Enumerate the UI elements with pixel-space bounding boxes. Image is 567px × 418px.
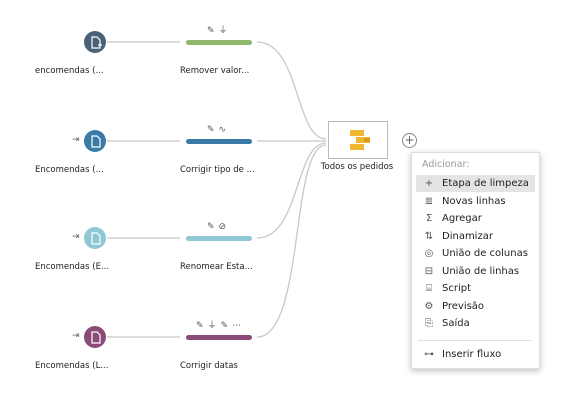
union-icon — [350, 130, 370, 150]
source-label: encomendas (... — [35, 66, 104, 76]
menu-item-sa-da[interactable]: ⎘ Saída — [416, 315, 535, 332]
menu-item-label: Novas linhas — [442, 195, 506, 207]
sigma-icon: Σ — [425, 213, 433, 224]
clean-step-node[interactable] — [186, 139, 252, 144]
menu-item-agregar[interactable]: Σ Agregar — [416, 210, 535, 227]
change-icon: ✎ — [207, 26, 215, 36]
change-icon: ∿ — [218, 125, 227, 135]
file-add-icon — [91, 36, 102, 49]
step-label: Renomear Esta... — [180, 262, 253, 272]
source-edited-icon: ⇥ — [72, 232, 80, 242]
union-label: Todos os pedidos — [320, 162, 394, 172]
menu-item-dinamizar[interactable]: ⇅ Dinamizar — [416, 228, 535, 245]
step-change-icons: ✎∿ — [207, 124, 226, 136]
file-icon — [91, 135, 101, 148]
prediction-icon: ⚙ — [424, 300, 434, 312]
menu-item-label: Etapa de limpeza — [442, 178, 529, 189]
output-icon: ⎘ — [425, 318, 433, 329]
new-rows-icon: ≣ — [424, 195, 434, 207]
add-step-icon[interactable]: + — [402, 133, 417, 148]
change-icon: ✎ — [196, 321, 204, 331]
pivot-icon: ⇅ — [424, 230, 434, 242]
file-icon — [91, 232, 101, 245]
menu-separator — [418, 340, 532, 341]
step-label: Corrigir tipo de ... — [180, 165, 255, 175]
menu-item-label: Agregar — [442, 213, 482, 224]
menu-item-uni-o-de-linhas[interactable]: ⊟ União de linhas — [416, 263, 535, 280]
clean-step-node[interactable] — [186, 40, 252, 45]
menu-item-label: Saída — [442, 318, 470, 329]
menu-item-novas-linhas[interactable]: ≣ Novas linhas — [416, 193, 535, 210]
clean-step-node[interactable] — [186, 335, 252, 340]
step-label: Corrigir datas — [180, 361, 238, 371]
menu-item-previs-o[interactable]: ⚙ Previsão — [416, 298, 535, 315]
step-change-icons: ✎⏚ — [207, 25, 228, 37]
change-icon: ⏚ — [218, 26, 228, 36]
change-icon: ⏚ — [207, 321, 217, 331]
script-icon: ⌸ — [426, 283, 432, 294]
source-node[interactable] — [84, 31, 106, 53]
join-icon: ◎ — [424, 248, 434, 259]
source-label: Encomendas (L... — [35, 361, 109, 371]
source-node[interactable] — [84, 227, 106, 249]
change-icon: ⋯ — [232, 321, 242, 331]
source-label: Encomendas (... — [35, 165, 104, 175]
source-node[interactable] — [84, 326, 106, 348]
menu-item-label: União de colunas — [442, 248, 528, 259]
menu-item-label: Inserir fluxo — [442, 349, 502, 360]
change-icon: ✎ — [207, 125, 215, 135]
menu-item-label: Dinamizar — [442, 230, 493, 242]
insert-flow-icon: ⊶ — [424, 349, 434, 360]
add-menu: Adicionar: + Etapa de limpeza ≣ Novas linha… — [411, 152, 540, 369]
source-edited-icon: ⇥ — [72, 135, 80, 145]
menu-item-uni-o-de-colunas[interactable]: ◎ União de colunas — [416, 245, 535, 262]
menu-item-label: Script — [442, 283, 472, 294]
menu-item-label: Previsão — [442, 300, 485, 312]
source-label: Encomendas (E... — [35, 262, 110, 272]
step-change-icons: ✎⏚✎⋯ — [196, 320, 241, 332]
file-icon — [91, 331, 101, 344]
menu-item-etapa-de-limpeza[interactable]: + Etapa de limpeza — [416, 175, 535, 192]
menu-item-script[interactable]: ⌸ Script — [416, 280, 535, 297]
menu-title: Adicionar: — [422, 159, 470, 170]
source-node[interactable] — [84, 130, 106, 152]
union-node[interactable] — [328, 121, 388, 159]
source-edited-icon: ⇥ — [72, 331, 80, 341]
step-change-icons: ✎⊘ — [207, 221, 226, 233]
change-icon: ⊘ — [218, 222, 227, 232]
union-icon: ⊟ — [424, 265, 434, 277]
plus-icon: + — [424, 178, 434, 189]
menu-item-insert-flow[interactable]: ⊶ Inserir fluxo — [416, 346, 535, 363]
menu-item-label: União de linhas — [442, 265, 520, 277]
change-icon: ✎ — [207, 222, 215, 232]
step-label: Remover valor... — [180, 66, 250, 76]
clean-step-node[interactable] — [186, 236, 252, 241]
change-icon: ✎ — [220, 321, 229, 331]
